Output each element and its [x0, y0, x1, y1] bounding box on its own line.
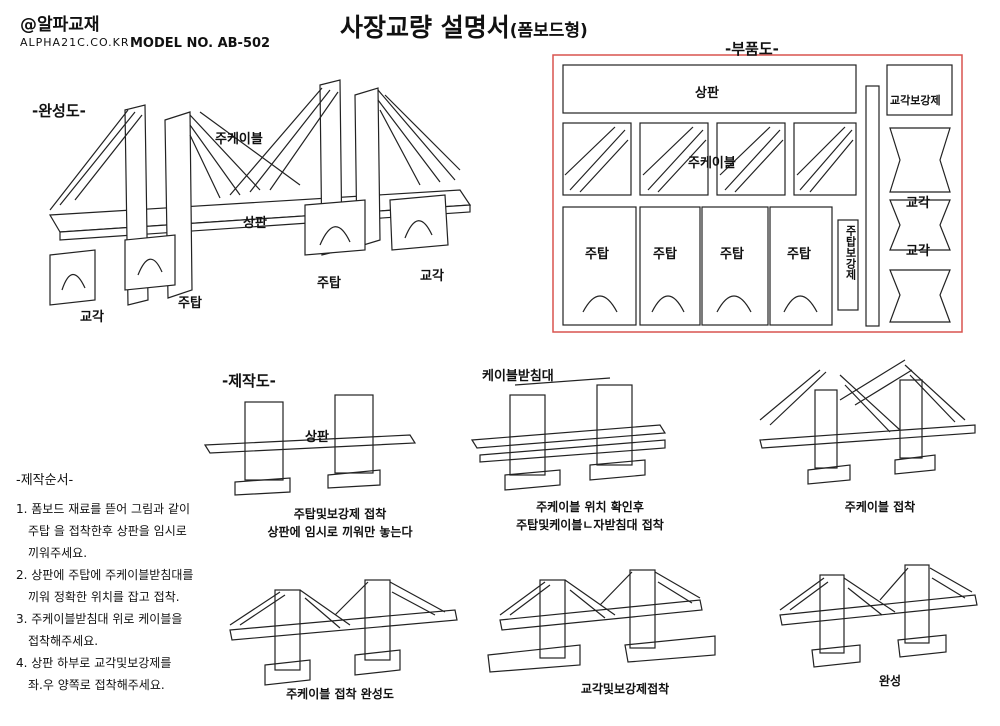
label-tower: 주탑	[317, 276, 341, 291]
step-line-7: 접착해주세요.	[28, 634, 99, 648]
caption-step1: 주탑및보강제 접착 상판에 임시로 끼워만 놓는다	[240, 505, 440, 541]
part-tower-2: 주탑	[653, 247, 677, 262]
part-tower-1: 주탑	[585, 247, 609, 262]
caption-step4: 주케이블 접착 완성도	[286, 687, 394, 701]
caption-step3: 주케이블 접착	[844, 500, 916, 514]
pier-parts	[889, 127, 951, 323]
label-pier-right: 교각	[420, 269, 444, 284]
step-line-2: 주탑 을 접착한후 상판을 임시로	[28, 524, 187, 538]
step2-drawing	[470, 377, 667, 491]
site-url: ALPHA21C.CO.KR	[20, 36, 130, 49]
step-line-8: 4. 상판 하부로 교각및보강제를	[16, 656, 172, 670]
step-line-3: 끼워주세요.	[28, 546, 88, 560]
section-complete: -완성도-	[32, 102, 86, 120]
title-suffix: (폼보드형)	[509, 21, 588, 41]
part-pier-1: 교각	[906, 196, 930, 211]
part-pier-2: 교각	[906, 244, 930, 259]
complete-bridge-drawing	[48, 79, 472, 306]
model-number: MODEL NO. AB-502	[130, 36, 271, 51]
tower-parts	[562, 206, 833, 326]
brand-logo-text: @알파교재	[20, 15, 100, 35]
title-main: 사장교량 설명서	[340, 13, 510, 42]
parts-frame	[552, 54, 963, 333]
make-support-label: 케이블받침대	[482, 369, 554, 384]
step-line-6: 3. 주케이블받침대 위로 케이블을	[16, 612, 183, 626]
step4-drawing	[229, 579, 458, 686]
section-parts: -부품도-	[725, 40, 779, 58]
page-title: 사장교량 설명서(폼보드형)	[340, 8, 588, 44]
part-cable: 주케이블	[688, 156, 736, 171]
step1-drawing	[203, 394, 417, 496]
part-tower-3: 주탑	[720, 247, 744, 262]
step6-drawing	[779, 564, 978, 668]
step5-drawing	[487, 569, 716, 673]
caption-step2: 주케이블 위치 확인후 주탑및케이블ㄴ자받침대 접착	[490, 498, 690, 534]
label-pier-left: 교각	[80, 310, 104, 325]
label-cable: 주케이블	[215, 132, 263, 147]
caption-step5: 교각및보강제접착	[580, 682, 670, 696]
part-brace: 교각보강제	[890, 94, 941, 107]
step-line-4: 2. 상판에 주탑에 주케이블받침대를	[16, 568, 194, 582]
step-line-5: 끼워 정확한 위치를 잡고 접착.	[28, 590, 180, 604]
steps-title: -제작순서-	[16, 473, 74, 488]
step-line-1: 1. 폼보드 재료를 뜯어 그림과 같이	[16, 502, 191, 516]
caption-step1-a: 주탑및보강제 접착	[293, 507, 387, 521]
part-tower-4: 주탑	[787, 247, 811, 262]
caption-step2-b: 주탑및케이블ㄴ자받침대 접착	[516, 518, 664, 532]
part-deck: 상판	[695, 86, 719, 101]
part-tower-brace: 주탑보강제	[844, 225, 857, 280]
step3-drawing	[759, 359, 976, 485]
cable-parts	[562, 122, 857, 196]
caption-step6: 완성	[878, 674, 902, 688]
section-make: -제작도-	[222, 372, 276, 390]
assembly-steps: -제작순서- 1. 폼보드 재료를 뜯어 그림과 같이 주탑 을 접착한후 상판…	[16, 470, 226, 696]
caption-step1-b: 상판에 임시로 끼워만 놓는다	[267, 525, 413, 539]
label-tower-2: 주탑	[178, 296, 202, 311]
step-line-9: 좌.우 양쪽로 접착해주세요.	[28, 678, 165, 692]
caption-step2-a: 주케이블 위치 확인후	[536, 500, 644, 514]
make-deck-label: 상판	[305, 430, 329, 445]
label-deck: 상판	[243, 216, 267, 231]
